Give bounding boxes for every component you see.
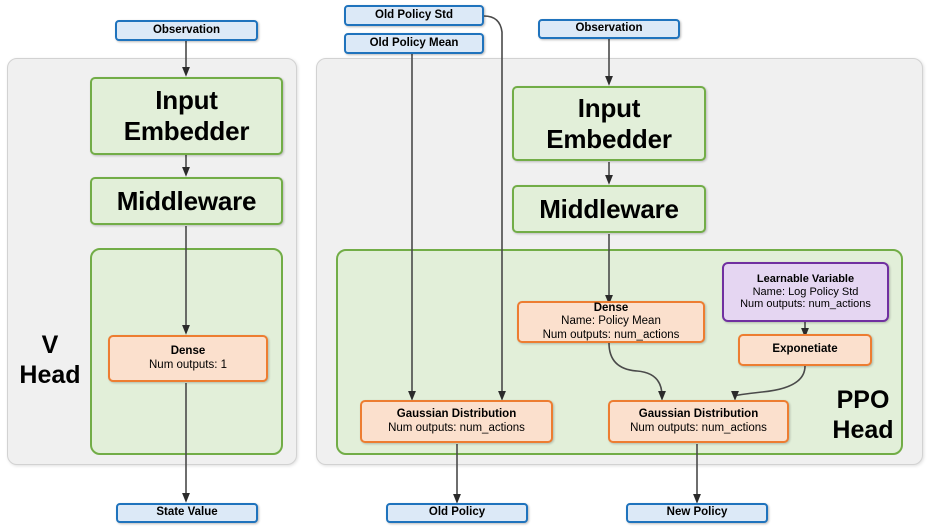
- v-head-dense-num-outputs: Num outputs: 1: [149, 358, 227, 371]
- input-observation-left[interactable]: Observation: [115, 20, 258, 41]
- group-label-v-head: V Head: [19, 331, 81, 389]
- ppo-head-input-embedder[interactable]: Input Embedder: [512, 86, 706, 161]
- ppo-head-exponetiate[interactable]: Exponetiate: [738, 334, 872, 366]
- v-head-middleware[interactable]: Middleware: [90, 177, 283, 225]
- gaussian-old-num-outputs: Num outputs: num_actions: [388, 421, 525, 434]
- ppo-head-middleware-label: Middleware: [539, 193, 679, 224]
- ppo-head-input-embedder-label: Input Embedder: [546, 92, 672, 154]
- output-state-value[interactable]: State Value: [116, 503, 258, 523]
- ppo-head-learnable-variable[interactable]: Learnable Variable Name: Log Policy Std …: [722, 262, 889, 322]
- output-old-policy-label: Old Policy: [428, 506, 486, 519]
- output-old-policy[interactable]: Old Policy: [386, 503, 528, 523]
- output-state-value-label: State Value: [156, 506, 218, 519]
- learnable-variable-title: Learnable Variable: [756, 272, 855, 285]
- ppo-head-dense-num-outputs: Num outputs: num_actions: [542, 328, 680, 341]
- output-new-policy-label: New Policy: [666, 506, 728, 519]
- input-observation-right-label: Observation: [575, 22, 643, 35]
- input-old-policy-std-label: Old Policy Std: [375, 8, 453, 21]
- v-head-middleware-label: Middleware: [116, 185, 257, 216]
- ppo-head-dense[interactable]: Dense Name: Policy Mean Num outputs: num…: [517, 301, 705, 343]
- v-head-input-embedder[interactable]: Input Embedder: [90, 77, 283, 155]
- ppo-head-dense-title: Dense: [593, 301, 629, 314]
- gaussian-new-num-outputs: Num outputs: num_actions: [630, 421, 767, 434]
- exponetiate-label: Exponetiate: [772, 343, 838, 356]
- ppo-head-middleware[interactable]: Middleware: [512, 185, 706, 233]
- v-head-dense[interactable]: Dense Num outputs: 1: [108, 335, 268, 382]
- input-old-policy-std[interactable]: Old Policy Std: [344, 5, 484, 26]
- edge-old-policy-std-to-gaussian-old: [483, 15, 506, 401]
- output-new-policy[interactable]: New Policy: [626, 503, 768, 523]
- input-observation-left-label: Observation: [152, 23, 221, 36]
- v-head-dense-title: Dense: [170, 344, 206, 357]
- ppo-head-gaussian-distribution-new[interactable]: Gaussian Distribution Num outputs: num_a…: [608, 400, 789, 443]
- learnable-variable-name: Name: Log Policy Std: [752, 285, 859, 298]
- ppo-head-gaussian-distribution-old[interactable]: Gaussian Distribution Num outputs: num_a…: [360, 400, 553, 443]
- gaussian-old-title: Gaussian Distribution: [396, 407, 517, 420]
- edge-exponetiate-to-gaussian-new: [731, 365, 806, 401]
- input-old-policy-mean[interactable]: Old Policy Mean: [344, 33, 484, 54]
- group-label-ppo-head: PPO Head: [832, 386, 894, 444]
- edge-dense-to-gaussian-new: [608, 342, 666, 401]
- gaussian-new-title: Gaussian Distribution: [638, 407, 759, 420]
- ppo-head-dense-name: Name: Policy Mean: [561, 315, 661, 328]
- v-head-input-embedder-label: Input Embedder: [123, 85, 250, 146]
- learnable-variable-num-outputs: Num outputs: num_actions: [740, 298, 871, 311]
- input-old-policy-mean-label: Old Policy Mean: [369, 36, 459, 49]
- input-observation-right[interactable]: Observation: [538, 19, 680, 39]
